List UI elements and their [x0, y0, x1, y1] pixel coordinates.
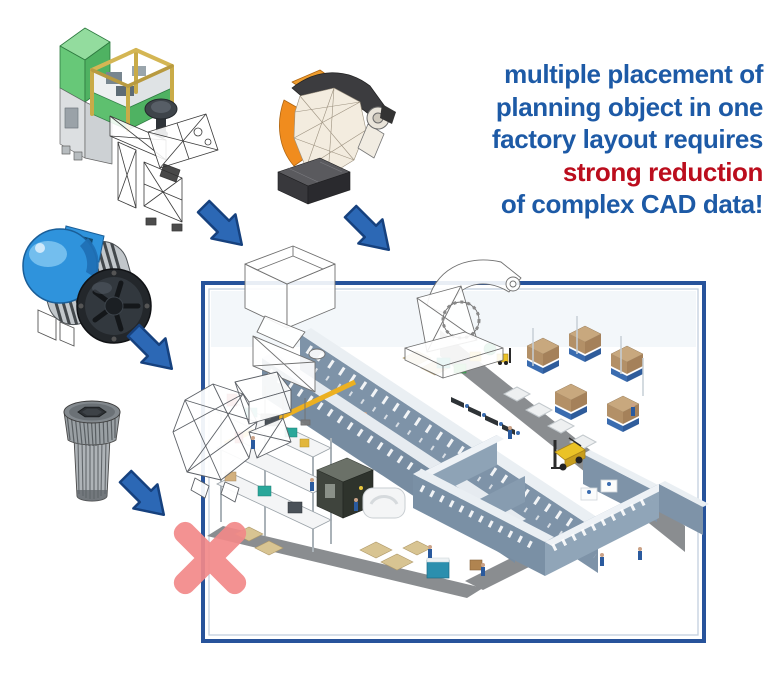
wireframe-machine [244, 245, 336, 426]
teal-cabinet [426, 557, 450, 579]
machine-body [59, 87, 113, 165]
caption-line: planning object in one [495, 91, 763, 122]
screw-head [63, 400, 121, 447]
robot-base [277, 157, 351, 205]
robot-wireframe-body [293, 87, 367, 177]
flow-arrow-icon [196, 199, 244, 247]
flow-arrow-icon [343, 204, 391, 252]
motor-fan-face [76, 268, 152, 344]
wireframe-truss [109, 113, 219, 232]
robot-arm-illustration [277, 69, 396, 205]
injection-molding-machine-illustration [59, 27, 219, 232]
rejection-x-mark [173, 521, 247, 595]
flow-arrow-icon [126, 323, 174, 371]
caption-line: multiple placement of [504, 59, 763, 89]
wireframe-robot [404, 259, 522, 379]
lowpoly-machine [172, 371, 292, 503]
motor-feet [37, 309, 75, 347]
flow-arrow-icon [118, 469, 166, 517]
screw-shaft [73, 437, 111, 502]
white-machine [362, 487, 406, 519]
caption-line: factory layout requires [491, 124, 764, 154]
forklift [551, 437, 586, 471]
cap-screw-illustration [63, 400, 121, 502]
robot-wrist [357, 104, 396, 159]
motor-blue-cap [22, 228, 99, 304]
room-walls [413, 435, 709, 576]
caption-line: of complex CAD data! [500, 189, 764, 219]
workers [251, 403, 642, 576]
factory-layout-illustration [172, 245, 709, 643]
office-desks [580, 479, 618, 501]
caption-line: strong reduction [562, 156, 764, 187]
floor-markings [502, 386, 598, 450]
electric-motor-illustration [22, 225, 152, 347]
